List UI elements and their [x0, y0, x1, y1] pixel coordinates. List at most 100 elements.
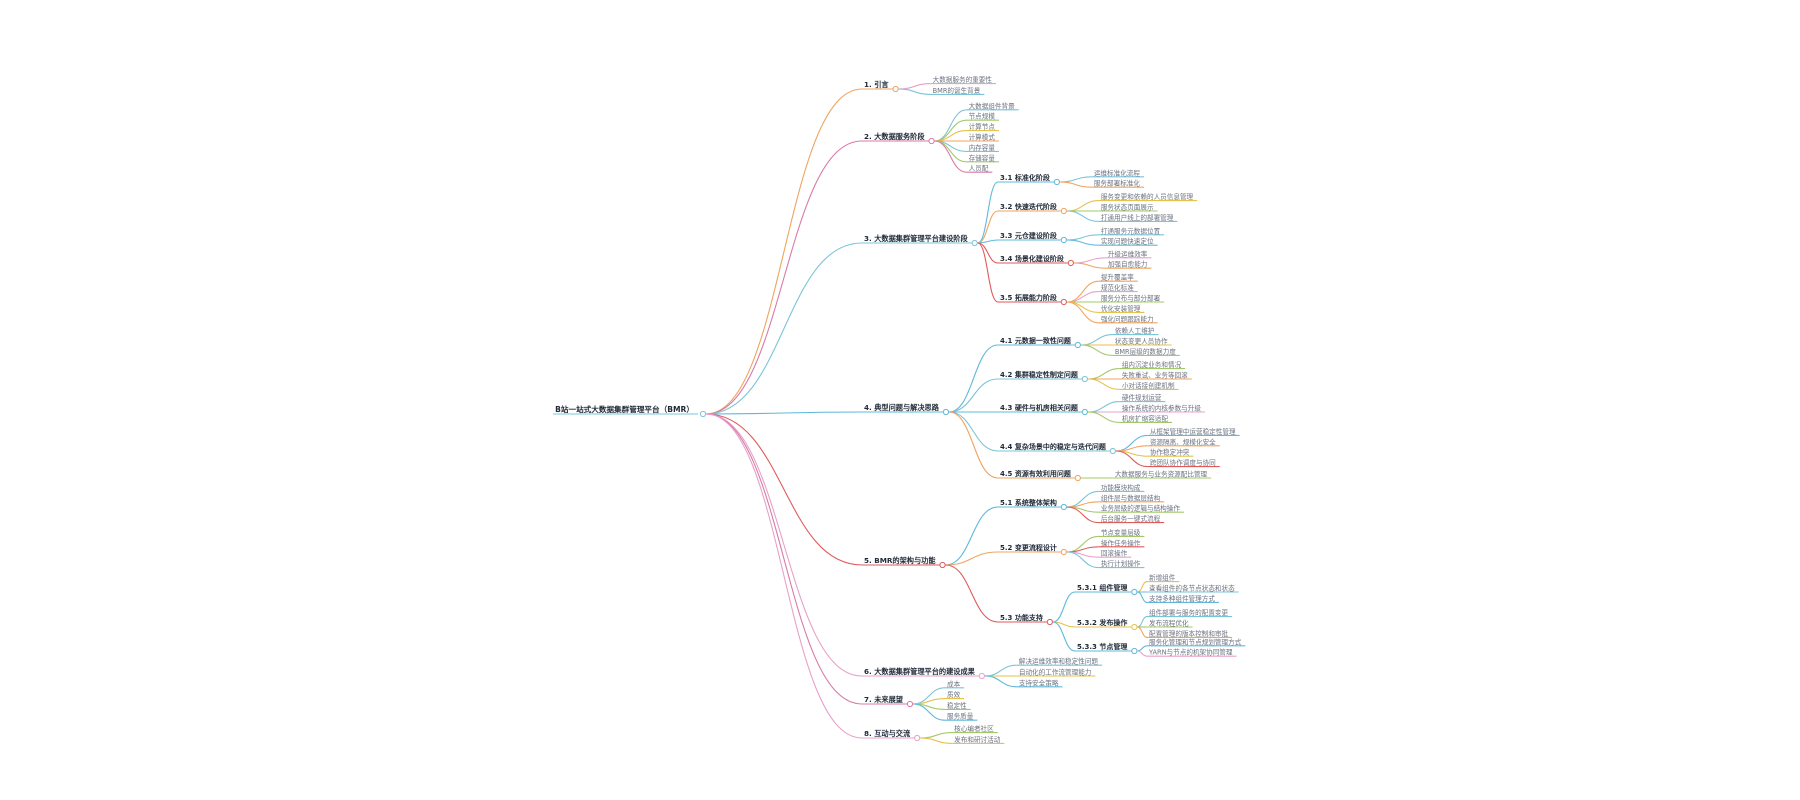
subtopic-collapse-toggle[interactable] — [1060, 548, 1067, 556]
leaf-topic-label: YARN与节点的机架协同管理 — [1148, 648, 1233, 657]
main-branch-connector — [705, 140, 863, 415]
main-topic-collapse-toggle[interactable] — [914, 734, 921, 742]
leaf-topic-label: 组内沉淀业务和情况 — [1122, 360, 1182, 369]
subtopic-collapse-toggle[interactable] — [1053, 178, 1060, 186]
main-topic-label: 1. 引言 — [864, 80, 889, 89]
subtopic-collapse-toggle[interactable] — [1081, 375, 1088, 383]
leaf-topic-label: 依赖人工维护 — [1115, 326, 1155, 335]
subtopic-collapse-toggle[interactable] — [1081, 408, 1088, 416]
sub-subtopic-collapse-toggle[interactable] — [1131, 623, 1138, 631]
leaf-topic-label: 大数据服务的重要性 — [933, 75, 993, 84]
leaf-topic-label: 打通服务元数据位置 — [1101, 226, 1161, 235]
main-topic-collapse-toggle[interactable] — [971, 239, 978, 247]
leaf-connector — [1066, 239, 1099, 246]
leaf-topic-label: 大数据服务与业务资源配比管理 — [1115, 470, 1208, 479]
leaf-connector — [1066, 291, 1099, 303]
leaf-connector — [1066, 200, 1099, 212]
sub-subtopic-label: 5.3.1 组件管理 — [1077, 583, 1127, 592]
central-topic-label: B站一站式大数据集群管理平台（BMR） — [555, 404, 694, 414]
subtopic-label: 3.1 标准化阶段 — [1000, 173, 1050, 182]
leaf-topic-label: 服务质量 — [947, 712, 974, 721]
subtopic-label: 3.5 拓展能力阶段 — [1000, 293, 1057, 302]
leaf-topic-label: 提升覆盖率 — [1101, 273, 1134, 282]
main-topic-label: 8. 互动与交流 — [864, 729, 911, 738]
sub-subtopic-label: 5.3.2 发布操作 — [1077, 618, 1127, 627]
leaf-topic-label: 从框架管理中运营稳定性管理 — [1150, 427, 1236, 436]
leaf-topic-label: 稳定性 — [947, 701, 967, 710]
sub-subtopic-label: 5.3.3 节点管理 — [1077, 642, 1127, 651]
leaf-connector — [1066, 506, 1099, 524]
leaf-topic-label: BMR的诞生背景 — [933, 86, 981, 95]
subtopic-collapse-toggle[interactable] — [1074, 474, 1081, 482]
leaf-topic-label: 查看组件的各节点状态和状态 — [1149, 584, 1235, 593]
subtopic-collapse-toggle[interactable] — [1060, 298, 1067, 306]
subtopic-collapse-toggle[interactable] — [1060, 503, 1067, 511]
main-topic-collapse-toggle[interactable] — [892, 85, 899, 93]
leaf-topic-label: 内存容量 — [969, 143, 996, 152]
leaf-connector — [912, 703, 946, 721]
leaf-connector — [1137, 616, 1148, 628]
leaf-connector — [1115, 445, 1148, 452]
subtopic-label: 3.3 元仓建设阶段 — [1000, 231, 1057, 240]
leaf-topic-label: 加强自愈能力 — [1108, 260, 1148, 269]
subtopic-label: 5.2 变更流程设计 — [1000, 543, 1057, 552]
main-branch-connector — [705, 413, 863, 705]
leaf-topic-label: 组件部署与服务的配置变更 — [1149, 608, 1229, 617]
subtopic-connector — [945, 551, 999, 566]
leaf-topic-label: 后台服务一键式流程 — [1101, 514, 1161, 523]
leaf-topic-label: 解决运维效率和稳定性问题 — [1019, 657, 1099, 666]
subtopic-connector — [948, 411, 999, 452]
subtopic-collapse-toggle[interactable] — [1060, 207, 1067, 215]
leaf-topic-label: 核心编者社区 — [954, 724, 994, 733]
leaf-connector — [1066, 546, 1099, 553]
leaf-topic-label: 打通用户线上的部署管理 — [1101, 213, 1174, 222]
subtopic-connector — [948, 411, 999, 479]
main-topic-collapse-toggle[interactable] — [939, 561, 946, 569]
subtopic-collapse-toggle[interactable] — [1060, 236, 1067, 244]
main-topic-label: 5. BMR的架构与功能 — [864, 556, 936, 565]
subtopic-label: 4.2 集群稳定性制定问题 — [1000, 370, 1079, 379]
leaf-topic-label: 人员配 — [969, 165, 989, 173]
main-branch-connector — [705, 413, 863, 739]
main-topic-label: 2. 大数据服务阶段 — [864, 132, 925, 141]
subtopic-label: 4.5 资源有效利用问题 — [1000, 469, 1072, 478]
main-topic-label: 6. 大数据集群管理平台的建设成果 — [864, 667, 976, 676]
subtopic-connector — [977, 210, 999, 244]
leaf-topic-label: 质效 — [947, 690, 961, 699]
leaf-connector — [1137, 645, 1148, 652]
leaf-topic-label: 发布和研讨活动 — [954, 735, 1001, 744]
subtopic-collapse-toggle[interactable] — [1067, 259, 1074, 267]
subtopic-collapse-toggle[interactable] — [1074, 341, 1081, 349]
main-branch-connector — [705, 88, 863, 415]
leaf-topic-label: 功能模块构成 — [1101, 483, 1141, 492]
main-topic-collapse-toggle[interactable] — [906, 700, 914, 708]
main-topic-collapse-toggle[interactable] — [942, 408, 950, 416]
subtopic-collapse-toggle[interactable] — [1046, 618, 1053, 626]
leaf-topic-label: 发布流程优化 — [1149, 619, 1189, 628]
subtopic-label: 4.4 复杂场景中的稳定与迭代问题 — [1000, 442, 1107, 451]
leaf-topic-label: 业务层级的逻辑与结构操作 — [1101, 504, 1181, 513]
leaf-topic-label: 服务分布与部分部署 — [1101, 294, 1161, 303]
leaf-topic-label: 资源隔离、规模化安全 — [1150, 437, 1216, 446]
leaf-topic-label: 计算模式 — [969, 133, 996, 142]
leaf-topic-label: 协作稳定冲突 — [1150, 448, 1190, 457]
main-topic-collapse-toggle[interactable] — [928, 137, 935, 145]
subtopic-collapse-toggle[interactable] — [1109, 447, 1116, 455]
leaf-topic-label: 配置管理的版本控制和审批 — [1149, 629, 1229, 638]
leaf-topic-label: 状态变更人员协作 — [1115, 337, 1168, 346]
leaf-topic-label: 存储容量 — [969, 153, 996, 162]
leaf-topic-label: 服务状态页面展示 — [1101, 203, 1154, 212]
leaf-topic-label: 升级运维效率 — [1108, 249, 1148, 258]
leaf-connector — [1066, 501, 1099, 508]
central-topic-collapse-toggle[interactable] — [699, 410, 707, 418]
sub-subtopic-collapse-toggle[interactable] — [1131, 588, 1138, 596]
leaf-connector — [1137, 581, 1148, 593]
sub-subtopic-connector — [1052, 591, 1076, 623]
leaf-topic-label: 优化安装管理 — [1101, 304, 1141, 313]
sub-subtopic-collapse-toggle[interactable] — [1131, 647, 1138, 655]
main-topic-collapse-toggle[interactable] — [978, 672, 985, 680]
leaf-connector — [898, 83, 931, 90]
subtopic-label: 4.3 硬件与机房相关问题 — [1000, 403, 1079, 412]
subtopic-connector — [948, 344, 999, 413]
